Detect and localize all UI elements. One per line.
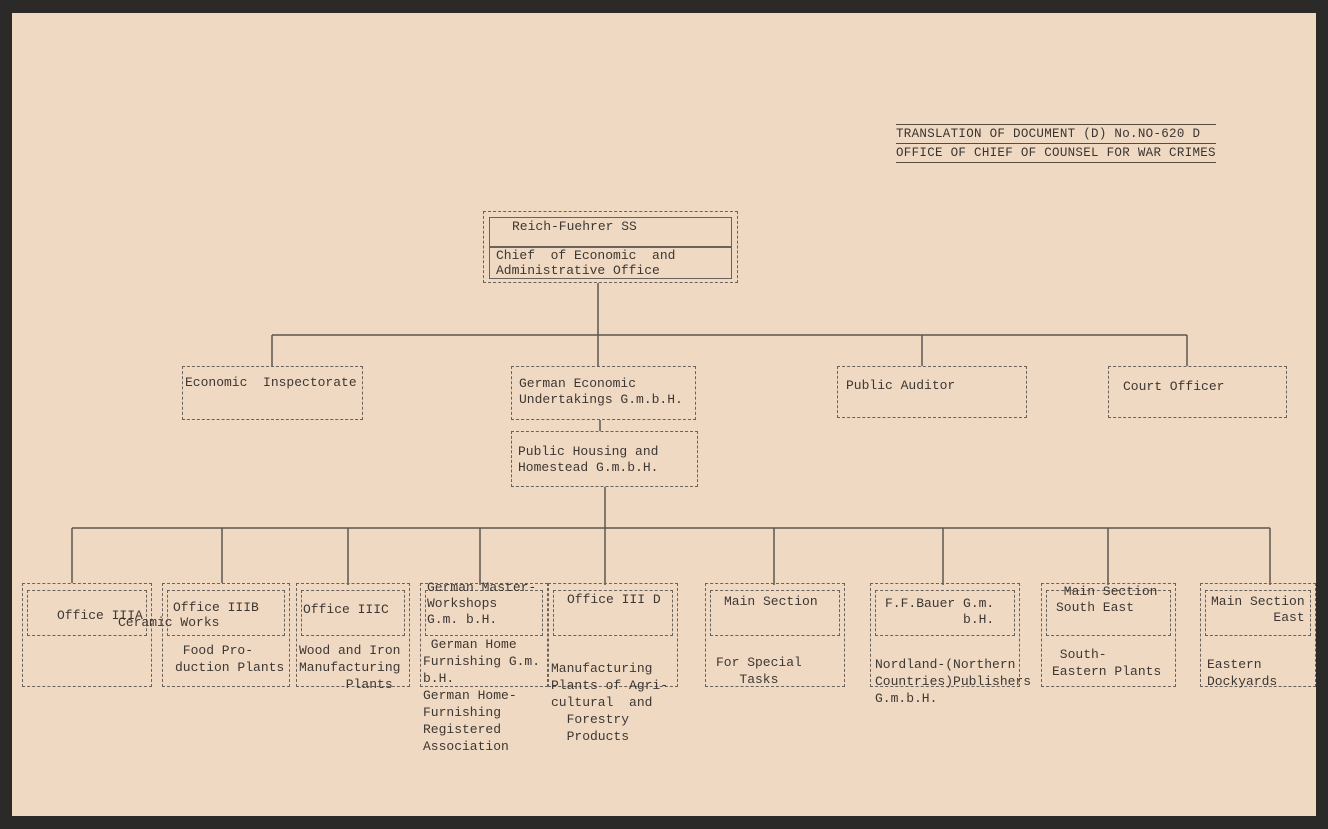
public-housing-label: Public Housing and Homestead G.m.b.H. xyxy=(518,444,659,475)
reich-fuehrer-title: Reich-Fuehrer SS xyxy=(512,219,637,234)
subsidiary-description: South- Eastern Plants xyxy=(1052,647,1162,679)
reich-fuehrer-box: Reich-Fuehrer SS Chief of Economic and A… xyxy=(483,211,738,283)
court-officer-box: Court Officer xyxy=(1108,366,1287,418)
subsidiary-title: Office IIIC xyxy=(303,602,389,617)
subsidiary-title: Office IIIA xyxy=(57,608,143,623)
subsidiary-description: Food Pro- duction Plants xyxy=(175,643,285,675)
document-page xyxy=(12,13,1316,816)
economic-inspectorate-label: Economic Inspectorate xyxy=(185,375,357,390)
document-header: TRANSLATION OF DOCUMENT (D) No.NO-620 D … xyxy=(896,124,1216,163)
subsidiary-title: Main Section South East xyxy=(1056,584,1158,615)
subsidiary-description: Ceramic Works xyxy=(118,615,220,630)
german-economic-undertakings-box: German Economic Undertakings G.m.b.H. xyxy=(511,366,696,420)
subsidiary-description: For Special Tasks xyxy=(716,655,802,687)
economic-inspectorate-box: Economic Inspectorate xyxy=(182,366,363,420)
subsidiary-title: Main Section xyxy=(724,594,818,609)
subsidiary-box: F.F.Bauer G.m. b.H. Nordland-(Northern C… xyxy=(870,583,1031,706)
subsidiary-title: Main Section East xyxy=(1211,594,1305,625)
header-line-2: OFFICE OF CHIEF OF COUNSEL FOR WAR CRIME… xyxy=(896,143,1216,163)
german-economic-undertakings-label: German Economic Undertakings G.m.b.H. xyxy=(519,376,683,407)
public-auditor-box: Public Auditor xyxy=(837,366,1027,418)
subsidiary-box: Main Section East Eastern Dockyards xyxy=(1200,583,1316,689)
subsidiary-title: Office IIIB xyxy=(173,600,259,615)
subsidiary-title: Office III D xyxy=(567,592,661,607)
subsidiary-box: Main Section South East South- Eastern P… xyxy=(1041,583,1176,687)
header-line-1: TRANSLATION OF DOCUMENT (D) No.NO-620 D xyxy=(896,124,1216,143)
public-housing-box: Public Housing and Homestead G.m.b.H. xyxy=(511,431,698,487)
subsidiary-description: German Home Furnishing G.m. b.H. German … xyxy=(423,637,541,754)
subsidiary-description: Nordland-(Northern Countries)Publishers … xyxy=(875,657,1032,706)
subsidiary-box: Office IIIC Wood and Iron Manufacturing … xyxy=(296,583,410,692)
subsidiary-box: Office III D Manufacturing Plants of Agr… xyxy=(548,583,678,744)
subsidiary-description: Manufacturing Plants of Agri- cultural a… xyxy=(551,661,669,744)
subsidiary-description: Eastern Dockyards xyxy=(1207,657,1278,689)
subsidiary-box: Main Section For Special Tasks xyxy=(705,583,845,687)
subsidiary-description: Wood and Iron Manufacturing Plants xyxy=(299,643,401,692)
public-auditor-label: Public Auditor xyxy=(846,378,956,393)
subsidiary-title: German Master- Workshops G.m. b.H. xyxy=(427,580,537,627)
subsidiary-box: German Master- Workshops G.m. b.H. Germa… xyxy=(420,580,548,754)
court-officer-label: Court Officer xyxy=(1123,379,1225,394)
subsidiary-title: F.F.Bauer G.m. b.H. xyxy=(885,596,995,627)
subsidiary-box: Office IIIA Ceramic Works xyxy=(22,583,219,687)
subsidiary-box: Office IIIB Food Pro- duction Plants xyxy=(162,583,290,687)
reich-fuehrer-subtitle: Chief of Economic and Administrative Off… xyxy=(496,248,676,278)
